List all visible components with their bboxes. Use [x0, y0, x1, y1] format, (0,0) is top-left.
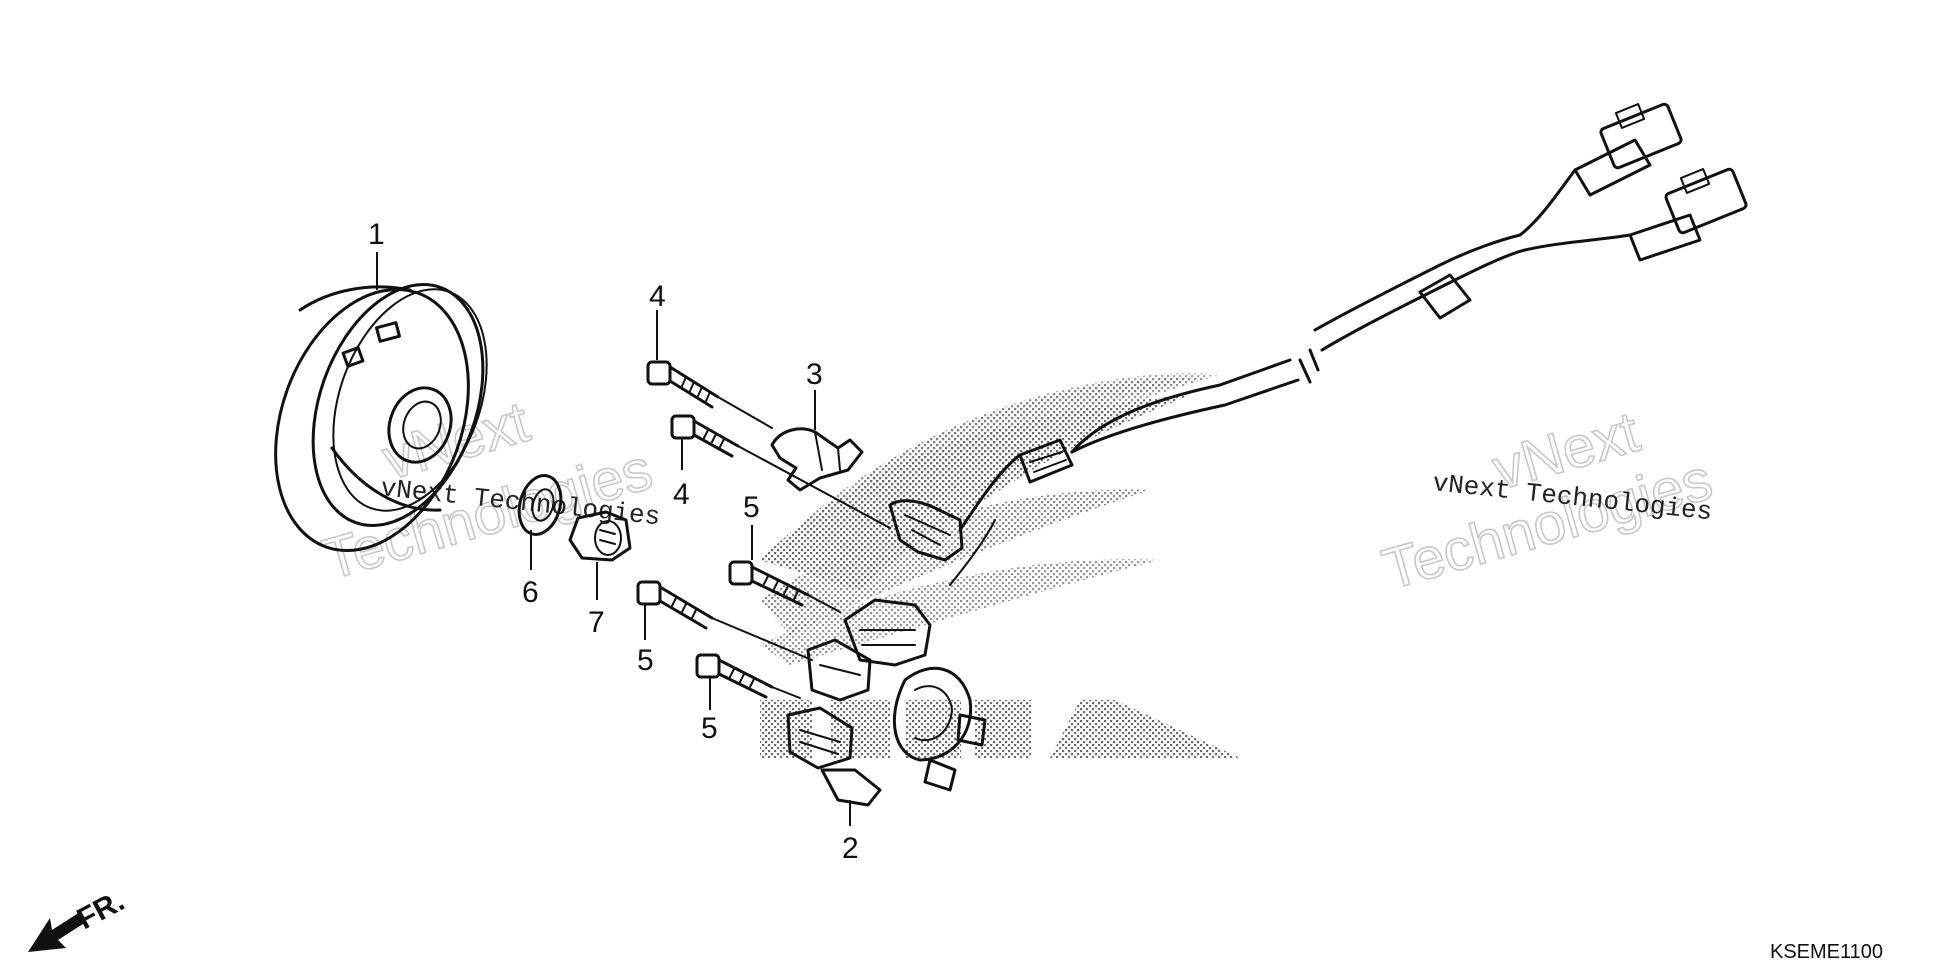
washer-part[interactable] — [513, 471, 567, 539]
brand-wordmark-watermark — [760, 700, 1240, 758]
bolt-5-middle[interactable] — [728, 560, 810, 607]
callout-4-lower[interactable]: 4 — [673, 478, 690, 511]
pulse-generator-part[interactable] — [770, 427, 964, 562]
coupler-connector-1[interactable] — [1599, 102, 1683, 170]
bolt-4-upper[interactable] — [646, 360, 720, 409]
front-arrow-icon — [28, 912, 86, 952]
callout-5-lower[interactable]: 5 — [701, 712, 718, 745]
callout-5-upper[interactable]: 5 — [743, 491, 760, 524]
front-direction-label: FR. — [72, 884, 130, 936]
diagram-code: KSEME1100 — [1770, 941, 1883, 963]
bolt-5-left[interactable] — [636, 580, 714, 630]
flywheel-part[interactable] — [241, 261, 515, 578]
flywheel-nut-part[interactable] — [568, 510, 632, 562]
assembly-guide-lines — [711, 396, 891, 699]
stator-part[interactable] — [786, 598, 987, 807]
callout-6[interactable]: 6 — [522, 576, 539, 609]
front-direction-indicator: FR. — [28, 884, 130, 952]
brand-wing-watermark — [760, 373, 1220, 665]
leader-lines — [376, 252, 851, 826]
callout-1[interactable]: 1 — [368, 218, 385, 251]
watermark-left: vNext Technologies vNext Technologies — [315, 388, 662, 593]
callout-3[interactable]: 3 — [806, 358, 823, 391]
wire-harness — [949, 138, 1702, 586]
callout-7[interactable]: 7 — [588, 606, 605, 639]
coupler-connector-2[interactable] — [1664, 167, 1748, 235]
callout-2[interactable]: 2 — [842, 832, 859, 865]
callout-5-middle[interactable]: 5 — [637, 644, 654, 677]
callout-4-upper[interactable]: 4 — [649, 280, 666, 313]
watermark-right: vNext Technologies vNext Technologies — [1375, 398, 1720, 603]
bolt-5-lower[interactable] — [695, 653, 774, 699]
